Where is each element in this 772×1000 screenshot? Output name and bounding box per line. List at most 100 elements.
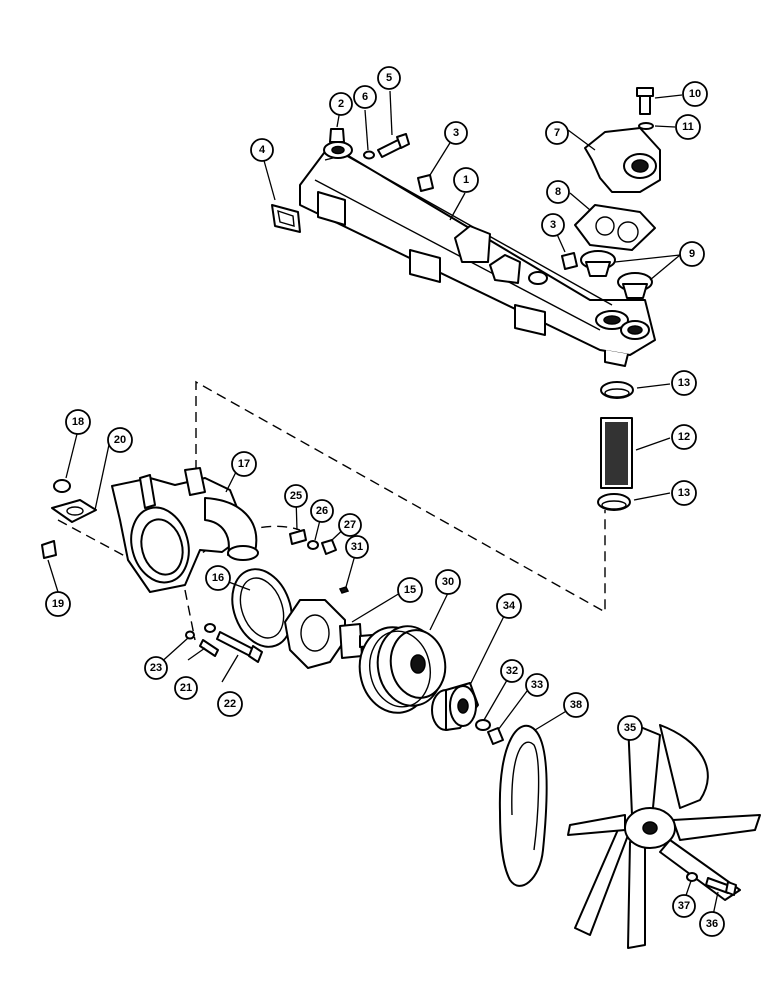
- callout-9: 9: [679, 241, 705, 267]
- callout-31: 31: [345, 535, 369, 559]
- svg-text:38: 38: [570, 699, 582, 711]
- water-manifold: [299, 141, 656, 367]
- washer-32: [475, 719, 491, 731]
- washer-23: [185, 630, 195, 640]
- svg-text:23: 23: [150, 662, 162, 674]
- callout-7: 7: [545, 121, 569, 145]
- callout-33: 33: [525, 673, 549, 697]
- bolt-22: [216, 631, 263, 663]
- svg-text:17: 17: [238, 458, 250, 470]
- svg-text:27: 27: [344, 519, 356, 531]
- svg-text:36: 36: [706, 918, 718, 930]
- callout-17: 17: [231, 451, 257, 477]
- pulley-30: [358, 625, 447, 714]
- washer-6: [363, 150, 375, 160]
- callout-13-lower: 13: [671, 480, 697, 506]
- svg-text:3: 3: [453, 127, 459, 139]
- fan-hub-34: [431, 682, 479, 731]
- svg-text:31: 31: [351, 541, 363, 553]
- callout-25: 25: [284, 484, 308, 508]
- svg-text:10: 10: [689, 88, 701, 100]
- svg-text:7: 7: [554, 127, 560, 139]
- dashed-guide-bolt-route: [184, 589, 196, 641]
- pump-housing: [111, 467, 259, 593]
- clamp-13-lower: [597, 493, 631, 511]
- svg-text:12: 12: [678, 431, 690, 443]
- callout-2: 2: [329, 92, 353, 116]
- callout-30: 30: [435, 569, 461, 595]
- gasket-20: [51, 499, 97, 523]
- hose-12: [600, 417, 633, 489]
- plug-2: [329, 128, 345, 143]
- callout-37: 37: [672, 894, 696, 918]
- svg-text:18: 18: [72, 416, 84, 428]
- callout-32: 32: [500, 659, 524, 683]
- clamp-13-upper: [600, 381, 634, 399]
- svg-text:30: 30: [442, 576, 454, 588]
- callout-21: 21: [174, 676, 198, 700]
- svg-text:16: 16: [212, 572, 224, 584]
- callout-3-upper: 3: [444, 121, 468, 145]
- svg-text:37: 37: [678, 900, 690, 912]
- callout-13-upper: 13: [671, 370, 697, 396]
- washer-26: [307, 540, 319, 550]
- bolt-25: [289, 529, 307, 545]
- callout-26: 26: [310, 499, 334, 523]
- svg-text:22: 22: [224, 698, 236, 710]
- callout-4: 4: [250, 138, 274, 162]
- plug-3-lower: [561, 252, 578, 270]
- callout-38: 38: [563, 692, 589, 718]
- nut-27: [321, 539, 337, 555]
- svg-text:25: 25: [290, 490, 302, 502]
- svg-text:6: 6: [362, 91, 368, 103]
- svg-text:32: 32: [506, 665, 518, 677]
- callout-15: 15: [397, 577, 423, 603]
- plug-18: [53, 479, 71, 493]
- fan-35: [567, 721, 761, 949]
- callout-20: 20: [107, 427, 133, 453]
- thermostat-9a: [580, 250, 616, 277]
- callout-5: 5: [377, 66, 401, 90]
- plug-3-upper: [417, 174, 434, 192]
- callout-6: 6: [353, 85, 377, 109]
- svg-text:11: 11: [682, 121, 694, 133]
- svg-text:19: 19: [52, 598, 64, 610]
- svg-text:4: 4: [259, 144, 266, 156]
- callout-19: 19: [45, 591, 71, 617]
- bolt-5: [377, 133, 410, 158]
- callout-16: 16: [205, 565, 231, 591]
- svg-text:8: 8: [555, 186, 561, 198]
- svg-text:20: 20: [114, 434, 126, 446]
- callout-8: 8: [546, 180, 570, 204]
- callout-10: 10: [682, 81, 708, 107]
- svg-text:13: 13: [678, 487, 690, 499]
- callout-27: 27: [338, 513, 362, 537]
- washer-37: [686, 872, 698, 882]
- callout-35: 35: [617, 715, 643, 741]
- svg-text:26: 26: [316, 505, 328, 517]
- nut-33: [487, 727, 504, 745]
- dashed-guide-hose-route: [195, 380, 606, 614]
- gasket-4: [271, 204, 301, 233]
- svg-text:21: 21: [180, 682, 192, 694]
- callout-3-lower: 3: [541, 213, 565, 237]
- callout-1: 1: [453, 167, 479, 193]
- gasket-8: [574, 204, 656, 251]
- callout-23: 23: [144, 656, 168, 680]
- callout-12: 12: [671, 424, 697, 450]
- svg-text:5: 5: [386, 72, 392, 84]
- key-31: [338, 586, 350, 594]
- callout-18: 18: [65, 409, 91, 435]
- svg-text:33: 33: [531, 679, 543, 691]
- water-pump: [284, 599, 373, 669]
- callout-36: 36: [699, 911, 725, 937]
- svg-text:3: 3: [550, 219, 556, 231]
- callout-11: 11: [675, 114, 701, 140]
- washer-11: [638, 122, 654, 130]
- fitting-19: [41, 540, 57, 559]
- svg-text:1: 1: [463, 174, 469, 186]
- thermostat-9b: [617, 272, 653, 299]
- callout-22: 22: [217, 691, 243, 717]
- callout-34: 34: [496, 593, 522, 619]
